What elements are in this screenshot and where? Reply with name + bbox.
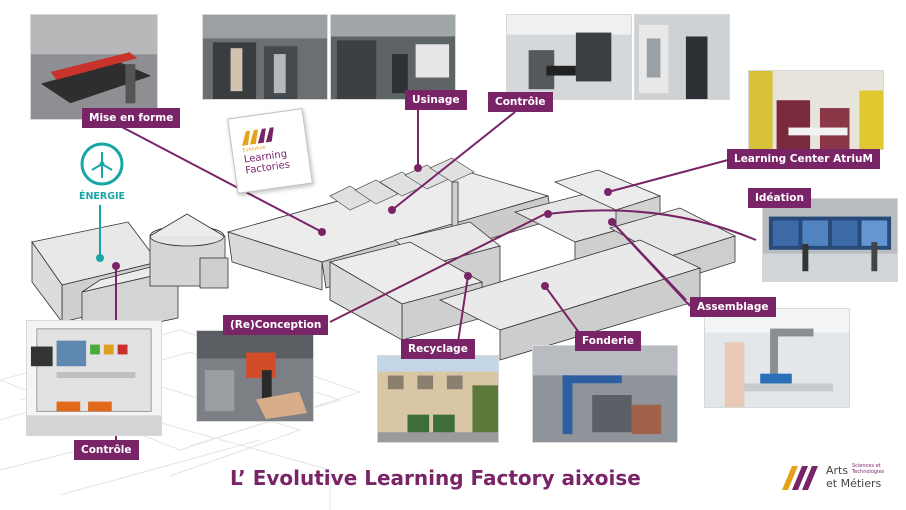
building-silo: [149, 213, 229, 289]
photo-assemblage: [704, 308, 850, 408]
photo-fonderie: [532, 345, 678, 443]
label-controle-bottom: Contrôle: [74, 440, 139, 460]
photo-learning-center: [748, 70, 884, 150]
label-mise-en-forme: Mise en forme: [82, 108, 181, 128]
logo-line2: et Métiers: [826, 477, 882, 490]
photo-controle-2: [634, 14, 730, 100]
photo-usinage-2: [330, 14, 456, 100]
photo-ideation: [762, 198, 898, 282]
page-title: L’ Evolutive Learning Factory aixoise: [230, 466, 641, 490]
photo-mise-en-forme: [30, 14, 158, 120]
logo-small1: Sciences et: [852, 463, 881, 469]
label-ideation: Idéation: [748, 188, 811, 208]
label-assemblage: Assemblage: [690, 297, 776, 317]
photo-reconception: [196, 330, 314, 422]
learning-factories-badge: Evolutive Learning Factories: [227, 108, 313, 194]
learning-factories-logo-icon: [242, 127, 274, 146]
label-controle-top: Contrôle: [488, 92, 553, 112]
energy-connector: [96, 205, 104, 262]
energy-label: ÉNERGIE: [78, 191, 126, 202]
label-fonderie: Fonderie: [575, 331, 641, 351]
building-front: [328, 239, 702, 361]
logo-small2: Technologies: [852, 469, 885, 475]
label-recyclage: Recyclage: [401, 339, 475, 359]
photo-recyclage: [377, 355, 499, 443]
callout-dots: [112, 164, 616, 290]
wind-turbine-icon: [80, 142, 124, 186]
label-reconception: (Re)Conception: [223, 315, 329, 335]
photo-usinage-1: [202, 14, 328, 100]
photo-controle-bench: [26, 320, 162, 436]
photo-controle-1: [506, 14, 632, 100]
label-learning-center: Learning Center AtriuM: [727, 149, 880, 169]
arts-et-metiers-logo-icon: [782, 466, 818, 490]
logo-line1: Arts: [826, 464, 849, 477]
label-usinage: Usinage: [405, 90, 467, 110]
callout-lines: [115, 110, 757, 440]
